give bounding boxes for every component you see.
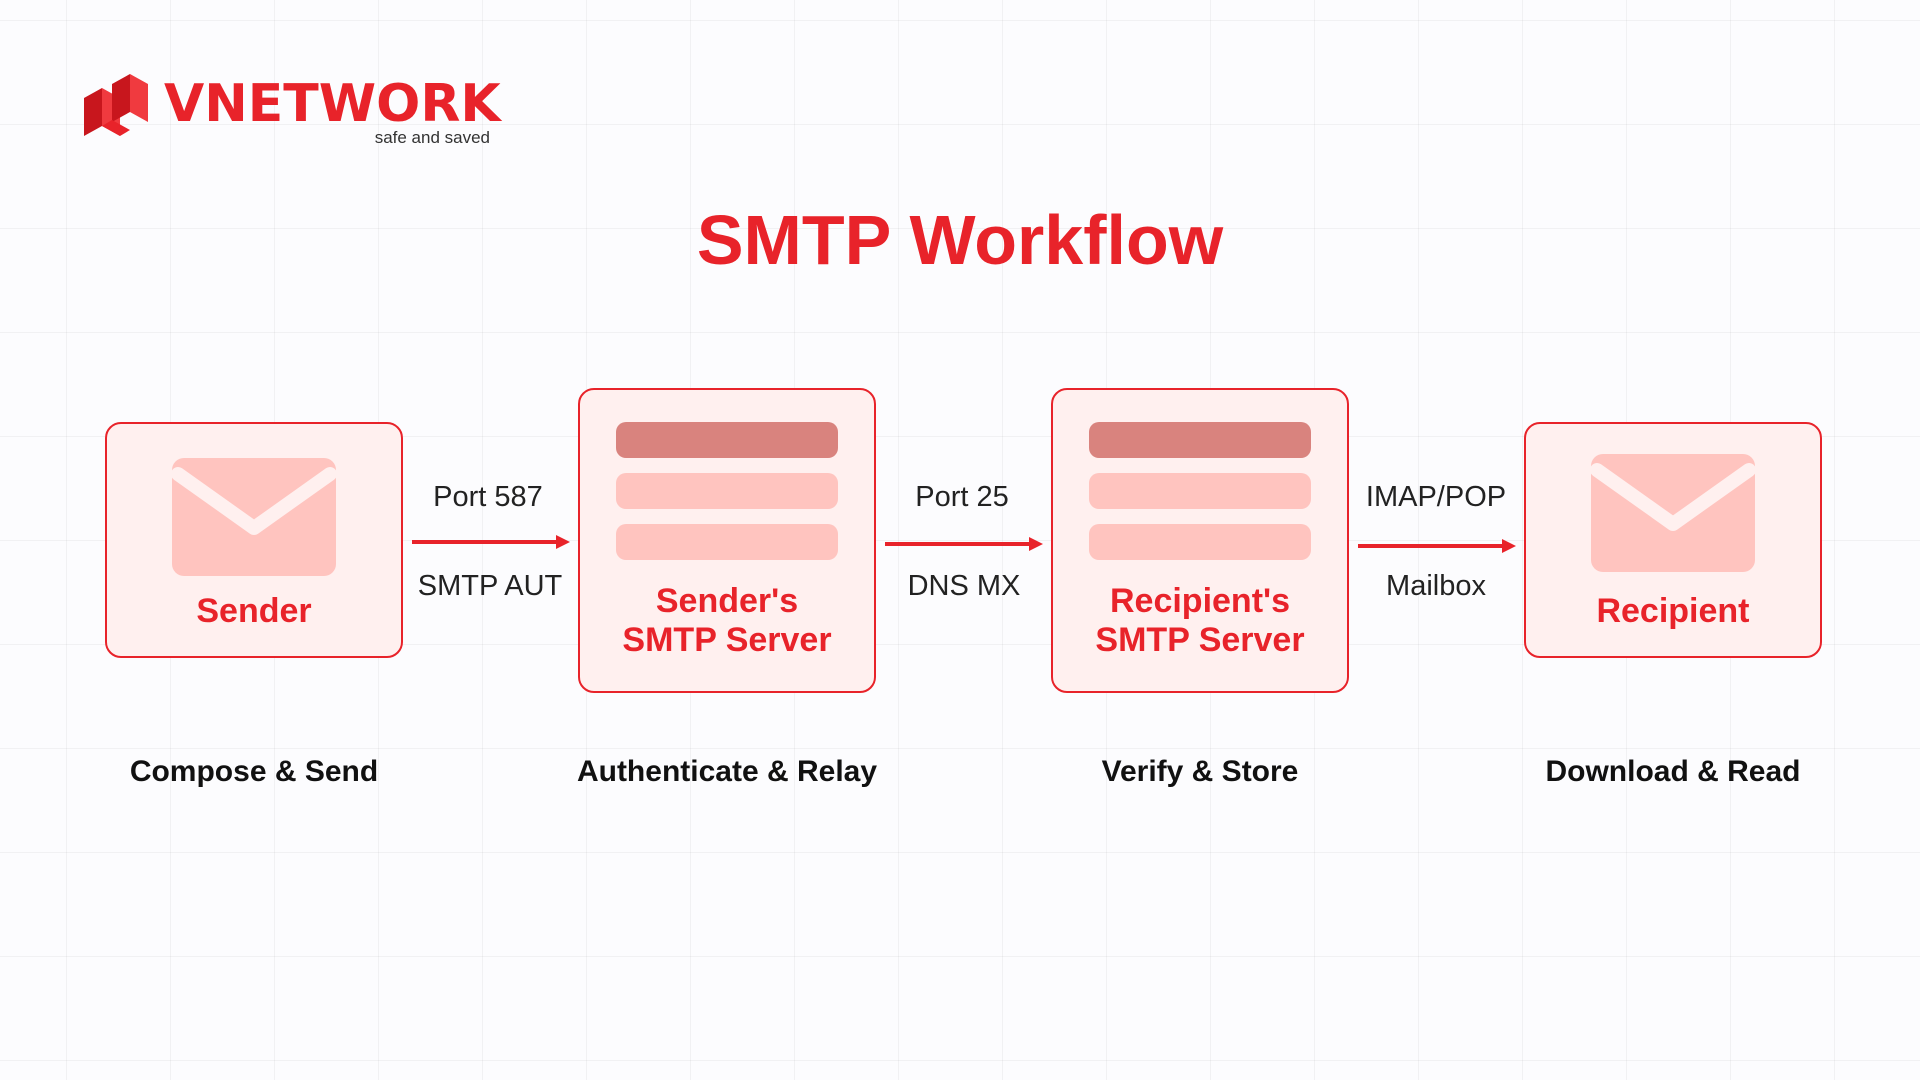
server-bar: [616, 422, 838, 458]
arrow-right-icon: [885, 537, 1043, 551]
node-sender-smtp-server: Sender's SMTP Server: [578, 388, 876, 693]
server-bar: [1089, 473, 1311, 509]
connection-label-bottom: Mailbox: [1386, 570, 1486, 602]
step-caption-compose: Compose & Send: [129, 755, 379, 788]
envelope-icon: [172, 458, 336, 576]
node-recipient: Recipient: [1524, 422, 1822, 658]
server-bar: [616, 473, 838, 509]
server-bar: [1089, 524, 1311, 560]
diagram-title: SMTP Workflow: [696, 201, 1224, 279]
connection-label-top: Port 587: [433, 481, 543, 513]
node-sender: Sender: [105, 422, 403, 658]
brand-name: VNETWORK: [164, 74, 501, 134]
brand-tagline: safe and saved: [374, 128, 490, 147]
node-label-line1: Recipient's: [1109, 582, 1291, 620]
arrow-right-icon: [412, 535, 570, 549]
step-caption-relay: Authenticate & Relay: [576, 755, 878, 788]
connection-label-bottom: DNS MX: [907, 570, 1021, 602]
server-bar: [616, 524, 838, 560]
node-label: Recipient: [1596, 592, 1750, 630]
vnetwork-logo-icon: [84, 74, 148, 136]
node-label-line2: SMTP Server: [1095, 621, 1305, 659]
step-caption-store: Verify & Store: [1101, 755, 1299, 788]
server-bar: [1089, 422, 1311, 458]
brand-logo: VNETWORK safe and saved: [80, 70, 501, 150]
node-label-line2: SMTP Server: [622, 621, 832, 659]
node-label: Sender: [196, 592, 312, 630]
connection-label-top: Port 25: [915, 481, 1009, 513]
connection-label-bottom: SMTP AUT: [417, 570, 563, 602]
arrow-right-icon: [1358, 539, 1516, 553]
node-label-line1: Sender's: [655, 582, 799, 620]
envelope-icon: [1591, 454, 1755, 572]
node-recipient-smtp-server: Recipient's SMTP Server: [1051, 388, 1349, 693]
connection-label-top: IMAP/POP: [1365, 481, 1507, 513]
step-caption-read: Download & Read: [1545, 755, 1801, 788]
